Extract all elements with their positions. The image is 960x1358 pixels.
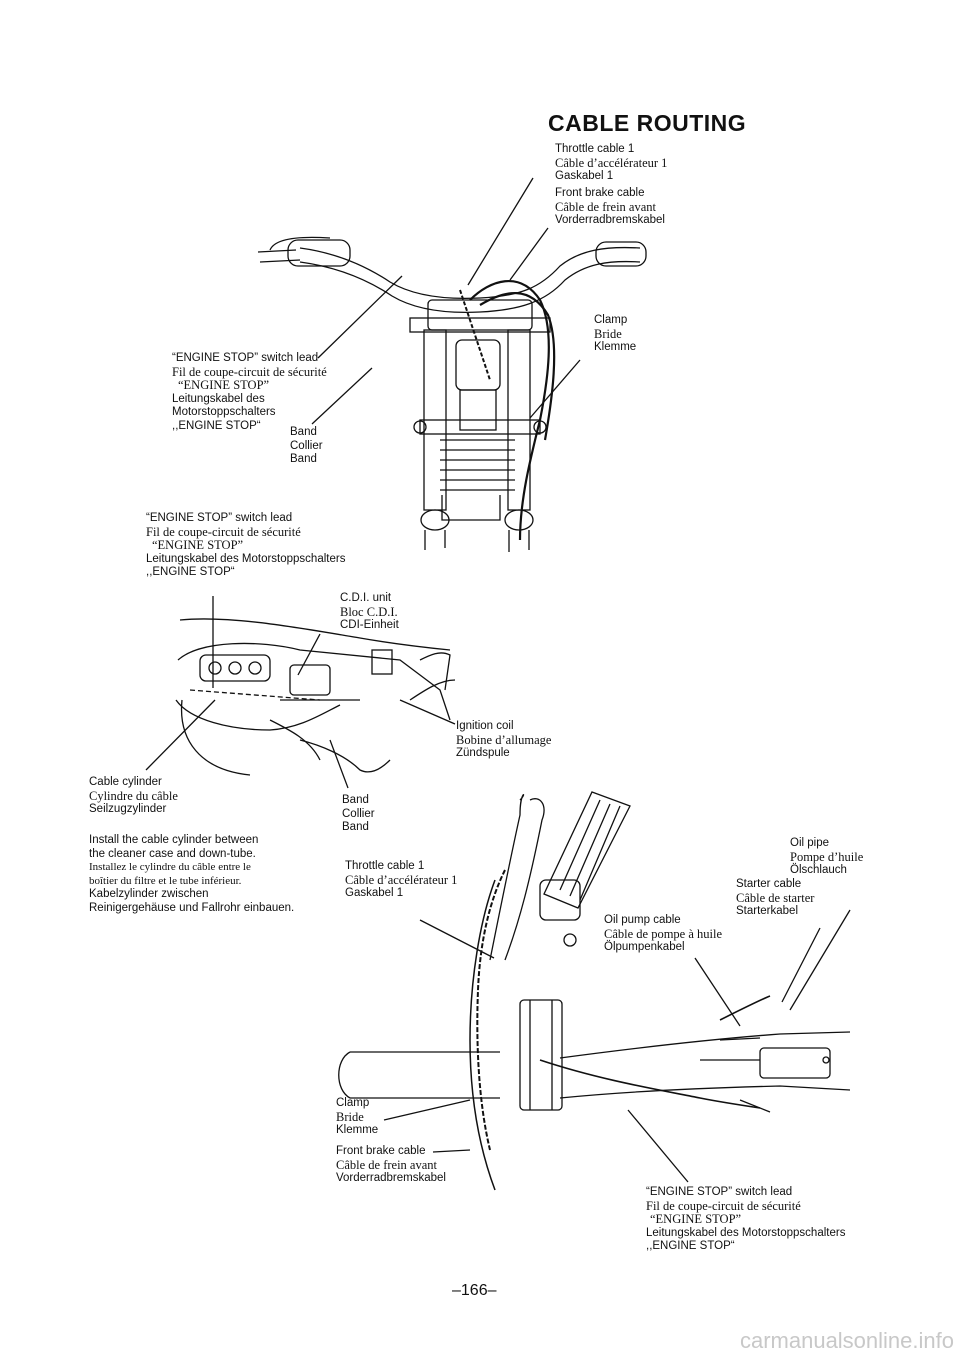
label-line: Gaskabel 1 xyxy=(555,170,614,182)
label-line: Leitungskabel des xyxy=(172,392,265,405)
label-line: Band xyxy=(342,794,369,806)
label-line: Cylindre du câble xyxy=(89,788,178,803)
label-line: Câble de frein avant xyxy=(555,199,656,214)
label-line: Fil de coupe-circuit de sécurité xyxy=(172,364,327,379)
label-line: Klemme xyxy=(594,341,637,353)
label-line: ,,ENGINE STOP“ xyxy=(172,419,261,432)
label-line: Front brake cable xyxy=(555,187,645,199)
label-line: ,,ENGINE STOP“ xyxy=(646,1240,735,1252)
label-cable-cylinder: Cable cylinder Cylindre du câble Seilzug… xyxy=(89,776,178,817)
watermark: carmanualsonline.info xyxy=(739,1328,954,1353)
label-line: Bride xyxy=(594,326,622,341)
label-throttle-cable-top: Throttle cable 1 Câble d’accélérateur 1 … xyxy=(555,143,667,184)
label-line: Collier xyxy=(290,439,323,452)
label-engine-stop-bottom: “ENGINE STOP” switch lead Fil de coupe-c… xyxy=(646,1186,845,1254)
label-line: Oil pipe xyxy=(790,837,829,849)
label-line: Câble de frein avant xyxy=(336,1157,437,1172)
label-line: Installez le cylindre du câble entre le xyxy=(89,861,251,873)
label-line: Klemme xyxy=(336,1124,379,1136)
label-line: Vorderradbremskabel xyxy=(555,214,665,226)
label-line: Throttle cable 1 xyxy=(345,860,425,872)
label-line: Gaskabel 1 xyxy=(345,887,404,899)
label-line: Clamp xyxy=(336,1097,370,1109)
label-band-top: Band Collier Band xyxy=(290,426,323,467)
label-line: Fil de coupe-circuit de sécurité xyxy=(146,524,301,539)
label-line: ,,ENGINE STOP“ xyxy=(146,566,235,578)
label-line: “ENGINE STOP” xyxy=(152,538,244,552)
label-line: Ölschlauch xyxy=(790,864,847,876)
label-line: Bride xyxy=(336,1109,364,1124)
label-line: Band xyxy=(290,426,317,438)
label-line: Bobine d’allumage xyxy=(456,732,552,747)
label-line: Motorstoppschalters xyxy=(172,406,276,418)
label-line: Install the cable cylinder between xyxy=(89,834,259,846)
label-line: Câble de pompe à huile xyxy=(604,926,723,941)
page-title: CABLE ROUTING xyxy=(548,110,747,136)
label-line: “ENGINE STOP” switch lead xyxy=(646,1186,793,1198)
label-line: Leitungskabel des Motorstoppschalters xyxy=(146,552,346,565)
label-clamp-bottom: Clamp Bride Klemme xyxy=(336,1097,378,1138)
label-cdi-unit: C.D.I. unit Bloc C.D.I. CDI-Einheit xyxy=(340,592,399,633)
label-line: Fil de coupe-circuit de sécurité xyxy=(646,1198,801,1213)
label-line: Ölpumpenkabel xyxy=(604,941,685,953)
label-line: Bloc C.D.I. xyxy=(340,604,398,619)
label-line: Clamp xyxy=(594,314,628,326)
label-line: Leitungskabel des Motorstoppschalters xyxy=(646,1226,846,1239)
label-line: “ENGINE STOP” xyxy=(178,378,270,392)
label-line: Collier xyxy=(342,807,375,820)
label-line: Cable cylinder xyxy=(89,776,162,788)
label-line: Kabelzylinder zwischen xyxy=(89,888,209,900)
install-instructions: Install the cable cylinder between the c… xyxy=(89,834,294,915)
label-line: “ENGINE STOP” xyxy=(650,1212,742,1226)
label-line: CDI-Einheit xyxy=(340,619,399,631)
label-clamp-top: Clamp Bride Klemme xyxy=(594,314,636,355)
label-starter-cable: Starter cable Câble de starter Starterka… xyxy=(736,878,814,919)
label-ignition-coil: Ignition coil Bobine d’allumage Zündspul… xyxy=(456,720,551,761)
label-line: Ignition coil xyxy=(456,720,514,732)
handlebar-fork-illustration xyxy=(257,177,647,552)
label-engine-stop-mid: “ENGINE STOP” switch lead Fil de coupe-c… xyxy=(146,512,345,580)
label-oil-pump-cable: Oil pump cable Câble de pompe à huile Öl… xyxy=(604,914,722,955)
label-oil-pipe: Oil pipe Pompe d’huile Ölschlauch xyxy=(790,837,863,878)
frame-cdi-illustration xyxy=(145,596,456,789)
label-line: Câble de starter xyxy=(736,890,815,905)
label-throttle-cable-bottom: Throttle cable 1 Câble d’accélérateur 1 … xyxy=(345,860,457,901)
label-line: Starter cable xyxy=(736,878,802,890)
label-line: Reinigergehäuse und Fallrohr einbauen. xyxy=(89,901,295,914)
label-line: “ENGINE STOP” switch lead xyxy=(146,512,293,524)
label-line: Oil pump cable xyxy=(604,914,681,926)
label-line: “ENGINE STOP” switch lead xyxy=(172,352,319,364)
label-line: Front brake cable xyxy=(336,1145,426,1157)
label-front-brake-cable-bottom: Front brake cable Câble de frein avant V… xyxy=(336,1145,446,1186)
label-line: Câble d’accélérateur 1 xyxy=(345,872,458,887)
label-line: Pompe d’huile xyxy=(790,849,864,864)
label-band-mid: Band Collier Band xyxy=(342,794,375,835)
label-line: Seilzugzylinder xyxy=(89,803,167,815)
page-number: –166– xyxy=(452,1282,497,1299)
label-line: C.D.I. unit xyxy=(340,592,392,604)
label-line: the cleaner case and down-tube. xyxy=(89,847,256,860)
handlebar-closeup-illustration xyxy=(338,791,851,1191)
label-line: Starterkabel xyxy=(736,905,799,917)
label-front-brake-cable-top: Front brake cable Câble de frein avant V… xyxy=(555,187,665,228)
label-engine-stop-top: “ENGINE STOP” switch lead Fil de coupe-c… xyxy=(172,352,327,433)
label-line: Throttle cable 1 xyxy=(555,143,635,155)
label-line: Câble d’accélérateur 1 xyxy=(555,155,668,170)
label-line: Zündspule xyxy=(456,747,510,759)
label-line: Band xyxy=(290,453,317,465)
label-line: Vorderradbremskabel xyxy=(336,1172,446,1184)
label-line: Band xyxy=(342,821,369,833)
label-line: boîtier du filtre et le tube inférieur. xyxy=(89,874,242,887)
